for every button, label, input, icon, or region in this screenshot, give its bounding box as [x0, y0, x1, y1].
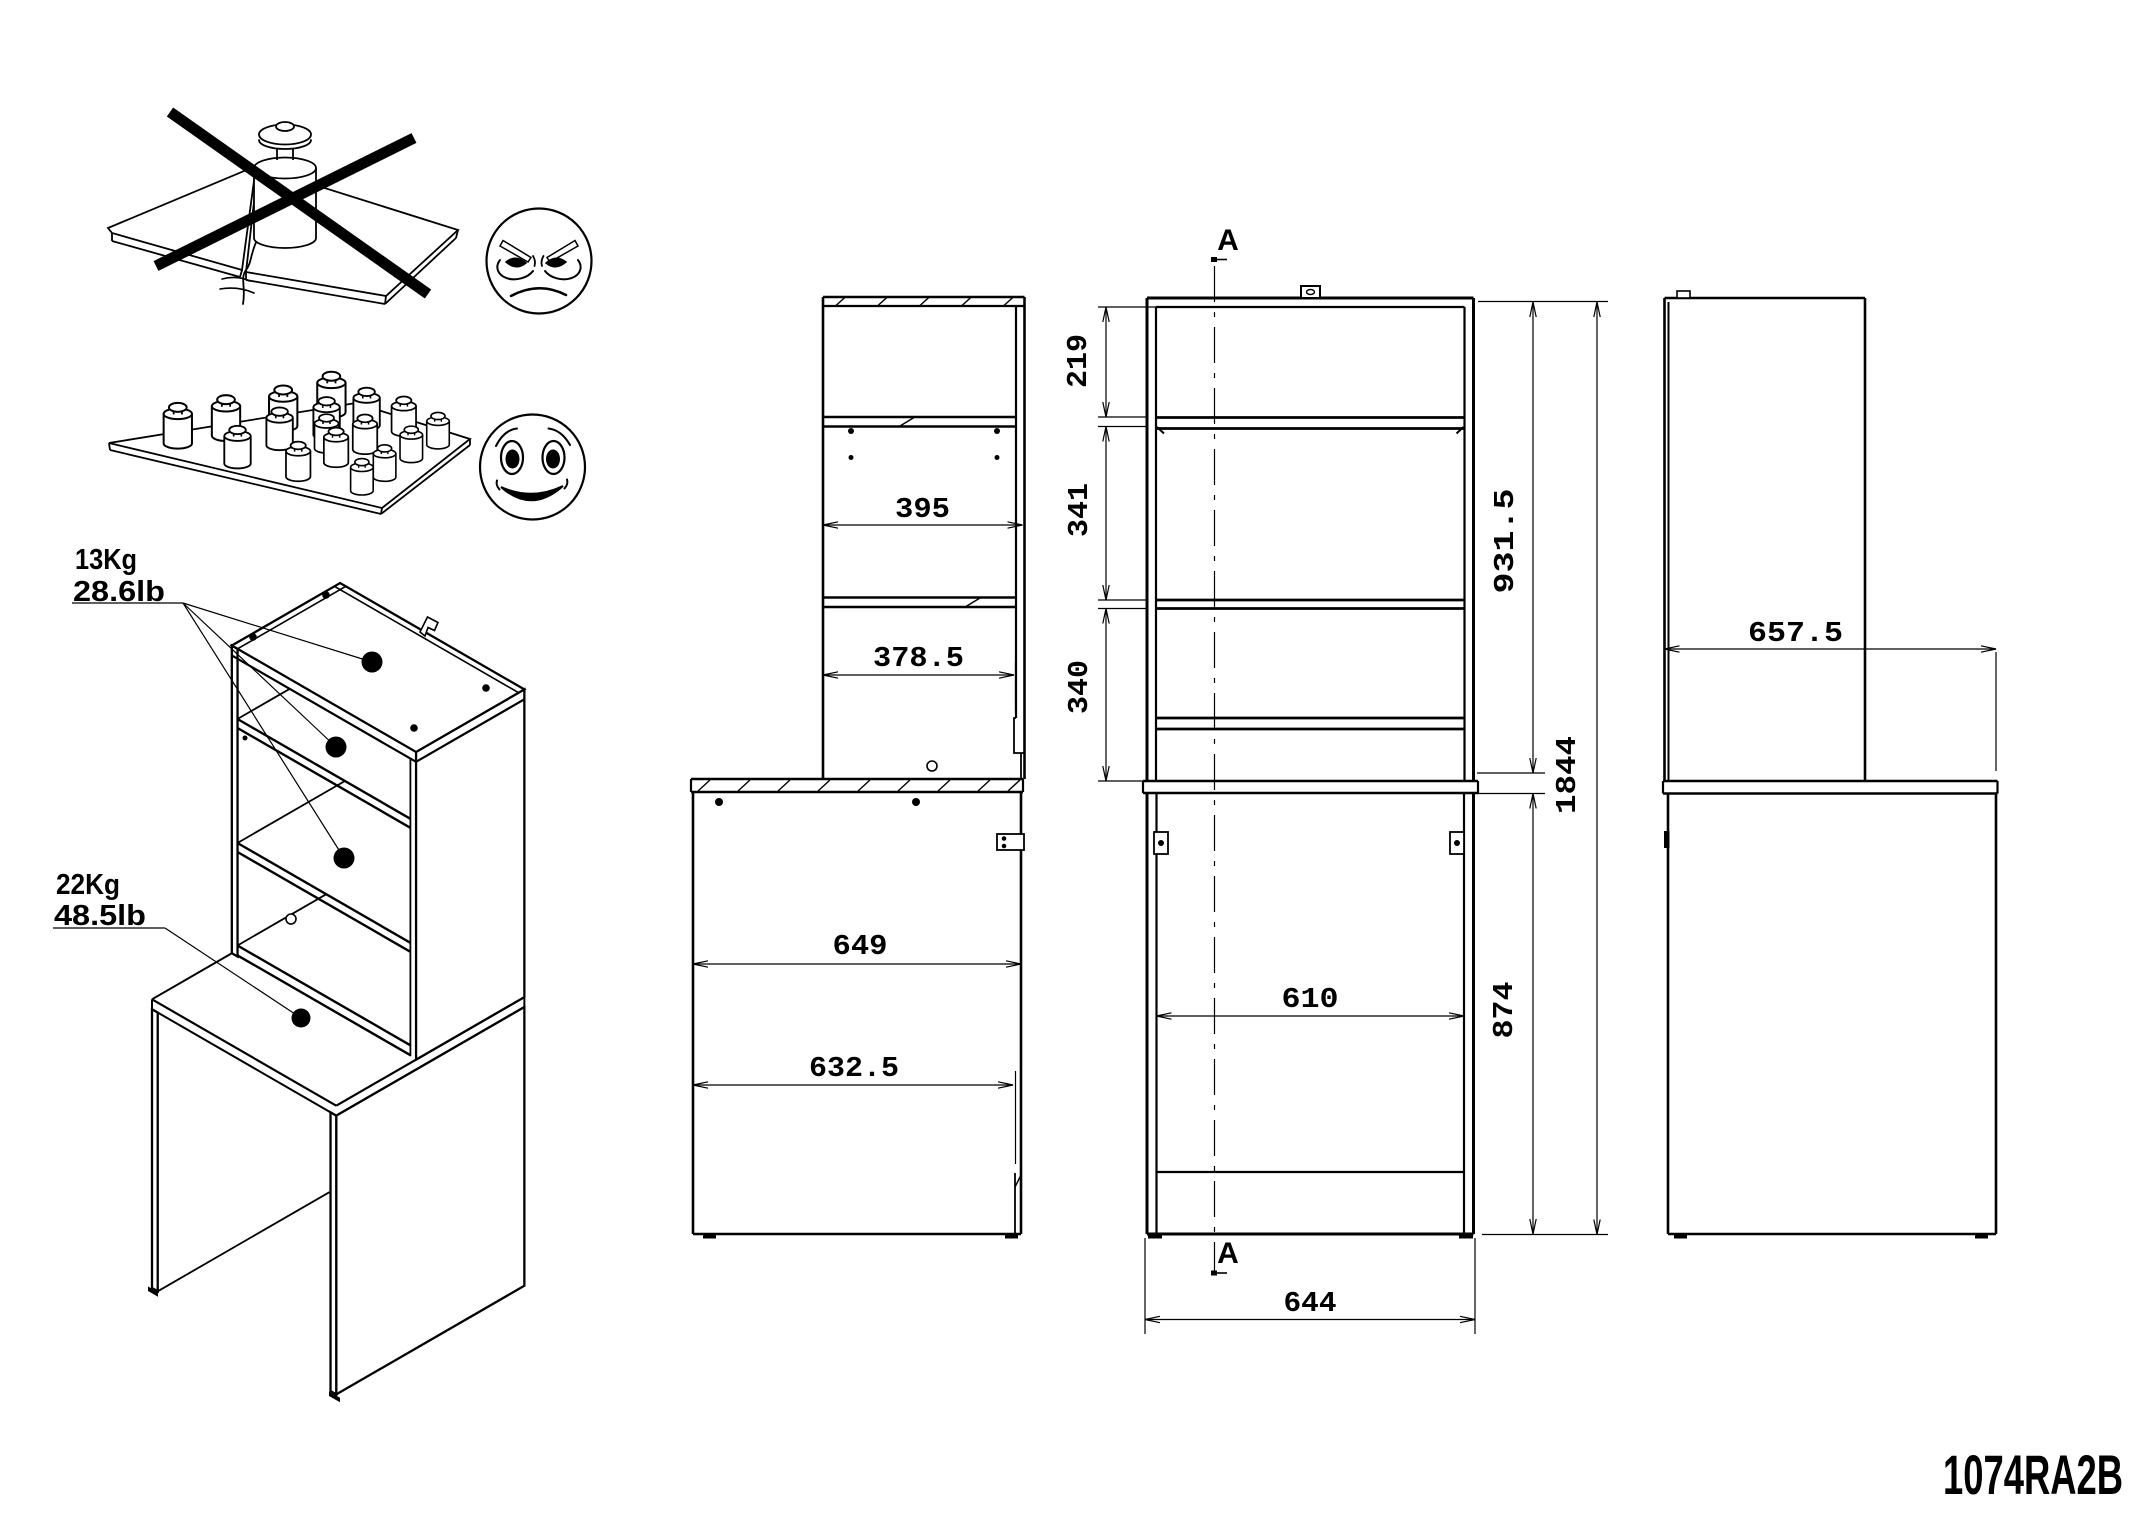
svg-text:28.6lb: 28.6lb: [73, 576, 165, 608]
svg-text:395: 395: [895, 493, 950, 526]
svg-text:341: 341: [1063, 483, 1096, 537]
svg-text:632.5: 632.5: [809, 1052, 899, 1085]
svg-text:931.5: 931.5: [1489, 489, 1522, 594]
svg-text:22Kg: 22Kg: [56, 869, 120, 901]
svg-text:649: 649: [833, 930, 888, 963]
svg-text:1074RA2B: 1074RA2B: [1943, 1443, 2123, 1506]
svg-text:13Kg: 13Kg: [75, 544, 137, 576]
svg-text:340: 340: [1063, 660, 1096, 714]
svg-text:378.5: 378.5: [873, 642, 964, 675]
svg-text:644: 644: [1284, 1287, 1337, 1320]
svg-text:A: A: [1217, 224, 1239, 257]
svg-text:874: 874: [1488, 982, 1521, 1039]
svg-text:1844: 1844: [1551, 736, 1584, 814]
svg-text:610: 610: [1282, 983, 1339, 1016]
svg-text:657.5: 657.5: [1748, 617, 1843, 650]
svg-text:219: 219: [1062, 334, 1095, 388]
svg-text:A: A: [1217, 1237, 1239, 1270]
svg-text:48.5lb: 48.5lb: [54, 900, 146, 932]
